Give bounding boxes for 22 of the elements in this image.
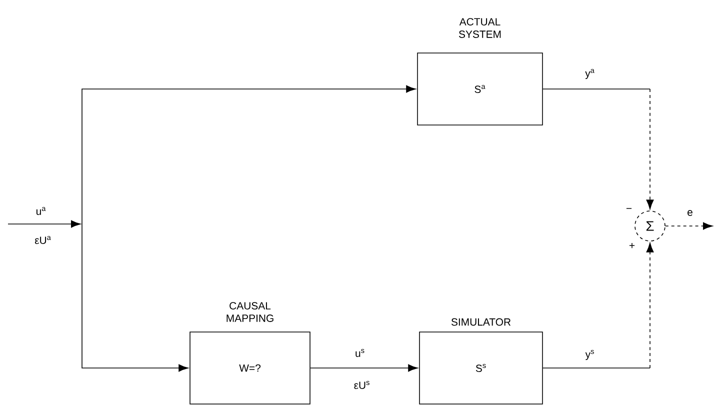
signal-label: y$^{s}$: [584, 348, 596, 362]
signal-label: εU$^{a}$: [34, 235, 52, 245]
sign-label: −: [626, 208, 632, 209]
arrow: [82, 224, 188, 372]
signal-label: e: [686, 209, 694, 217]
arrow: [542, 88, 654, 210]
block-heading: SIMULATOR: [451, 318, 511, 326]
block-box: S$^{a}$: [417, 52, 543, 126]
block-box: W=?: [190, 332, 310, 404]
summing-junction: Σ: [634, 210, 666, 242]
signal-label: u$^{a}$: [34, 206, 48, 216]
block-heading: CAUSAL MAPPING: [226, 302, 274, 322]
sign-label: +: [629, 243, 635, 248]
block-box: S$^{s}$: [419, 332, 543, 404]
arrow: [310, 364, 418, 372]
arrow: [665, 222, 713, 230]
signal-label: εU$^{s}$: [352, 380, 372, 390]
arrow: [542, 242, 654, 368]
arrow: [8, 85, 416, 228]
signal-label: u$^{s}$: [354, 348, 366, 358]
block-heading: ACTUAL SYSTEM: [458, 18, 501, 38]
signal-label: y$^{a}$: [584, 68, 596, 80]
